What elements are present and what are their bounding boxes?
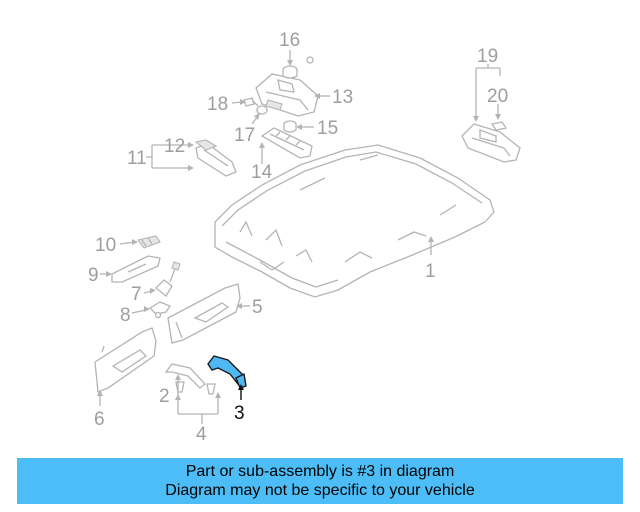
sun-visor-left-part [94, 327, 157, 393]
callout-7: 7 [131, 284, 142, 305]
info-banner: Part or sub-assembly is #3 in diagram Di… [17, 458, 623, 504]
callout-4: 4 [196, 424, 207, 445]
dome-lamp-part-19 [461, 123, 521, 163]
callout-3-highlighted: 3 [234, 403, 245, 424]
callout-15: 15 [317, 118, 338, 139]
clip-part-8 [148, 301, 171, 319]
bulb-part-15 [283, 120, 297, 133]
sun-visor-right-part [167, 283, 241, 344]
callout-12: 12 [164, 136, 185, 157]
clip-part-7 [155, 261, 181, 297]
headliner-part [214, 144, 495, 298]
callout-14: 14 [251, 162, 273, 183]
parts-diagram: 1 2 3 4 5 6 7 8 9 10 11 12 13 14 15 16 1… [88, 30, 521, 445]
bulb-part-20 [490, 121, 508, 131]
callout-13: 13 [332, 87, 353, 108]
callout-18: 18 [207, 94, 228, 115]
leader-line-part-3 [238, 384, 244, 400]
callout-11: 11 [127, 148, 147, 169]
banner-line-1: Part or sub-assembly is #3 in diagram [185, 463, 455, 480]
callout-1: 1 [425, 261, 436, 282]
callout-20: 20 [487, 86, 508, 107]
callout-6: 6 [94, 409, 105, 430]
grab-handle-part-3-highlighted [207, 355, 247, 389]
callout-17: 17 [234, 125, 255, 146]
map-lamp-part-11 [194, 139, 237, 177]
callout-5: 5 [252, 297, 263, 318]
callout-16: 16 [279, 30, 300, 51]
callout-10: 10 [95, 235, 116, 256]
callout-8: 8 [120, 305, 131, 326]
clip-part-18 [243, 97, 255, 107]
overhead-console-part-13 [255, 73, 319, 117]
clip-part-10 [137, 235, 161, 249]
banner-line-2: Diagram may not be specific to your vehi… [165, 482, 475, 499]
callout-19: 19 [477, 46, 498, 67]
leader-lines [97, 50, 501, 424]
callout-9: 9 [88, 265, 99, 286]
lamp-lens-part-14 [260, 127, 313, 159]
grab-handle-part-2 [164, 363, 206, 389]
callout-2: 2 [159, 386, 170, 407]
visor-bracket-part-9 [111, 255, 161, 283]
knob-part-16 [282, 56, 314, 79]
